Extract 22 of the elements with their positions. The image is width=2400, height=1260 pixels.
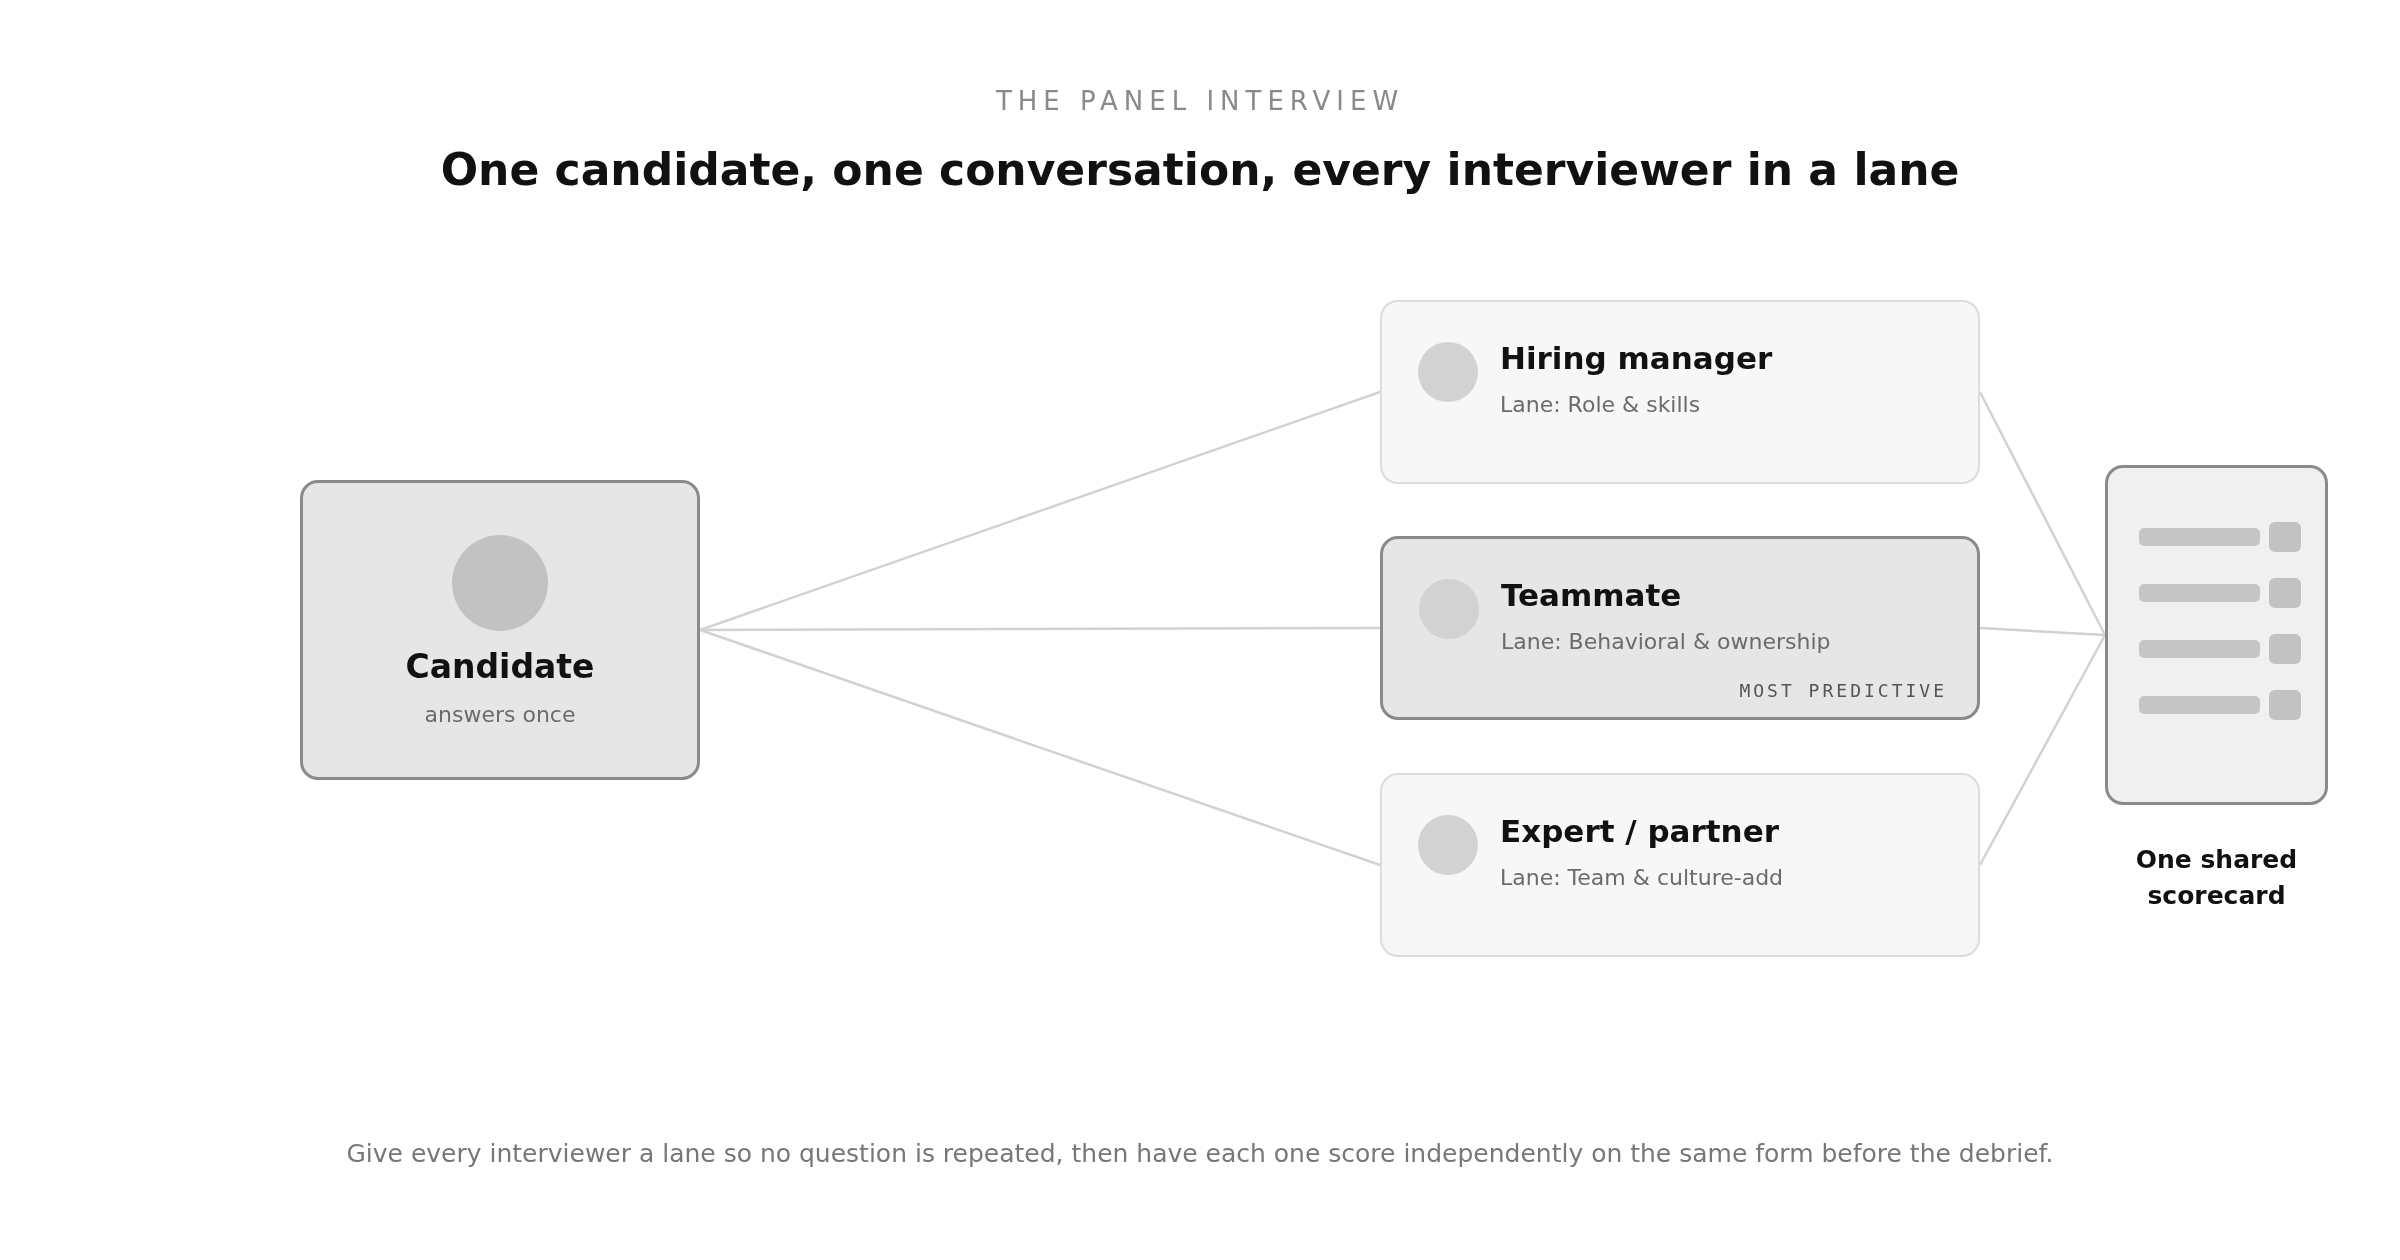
lane-description: Lane: Team & culture-add [1500, 865, 1784, 890]
node-title: Teammate [1501, 577, 1682, 613]
node-title: Candidate [404, 647, 596, 686]
interviewer-card [1380, 773, 1980, 957]
node-subtitle: answers once [423, 702, 577, 727]
lane-description: Lane: Role & skills [1500, 392, 1701, 417]
connector-line [1979, 626, 2106, 637]
eyebrow-label: THE PANEL INTERVIEW [994, 86, 1406, 116]
connector-line [699, 390, 1381, 632]
tag-label: MOST PREDICTIVE [1739, 680, 1947, 701]
node-title: Expert / partner [1500, 813, 1779, 849]
connector-line [699, 628, 1381, 867]
interviewer-card [1380, 536, 1980, 720]
node-title: One shared scorecard [2134, 844, 2299, 912]
candidate-card [300, 480, 700, 780]
lane-description: Lane: Behavioral & ownership [1501, 629, 1831, 654]
caption: Give every interviewer a lane so no question is repeated, then have each one score independently on the same form before the debrief. [345, 1139, 2055, 1168]
connector-line [1978, 391, 2107, 636]
diagram-title: One candidate, one conversation, every interviewer in a lane [439, 144, 1961, 195]
connector-line [1978, 634, 2107, 866]
node-title: Hiring manager [1500, 340, 1773, 376]
interviewer-card [1380, 300, 1980, 484]
